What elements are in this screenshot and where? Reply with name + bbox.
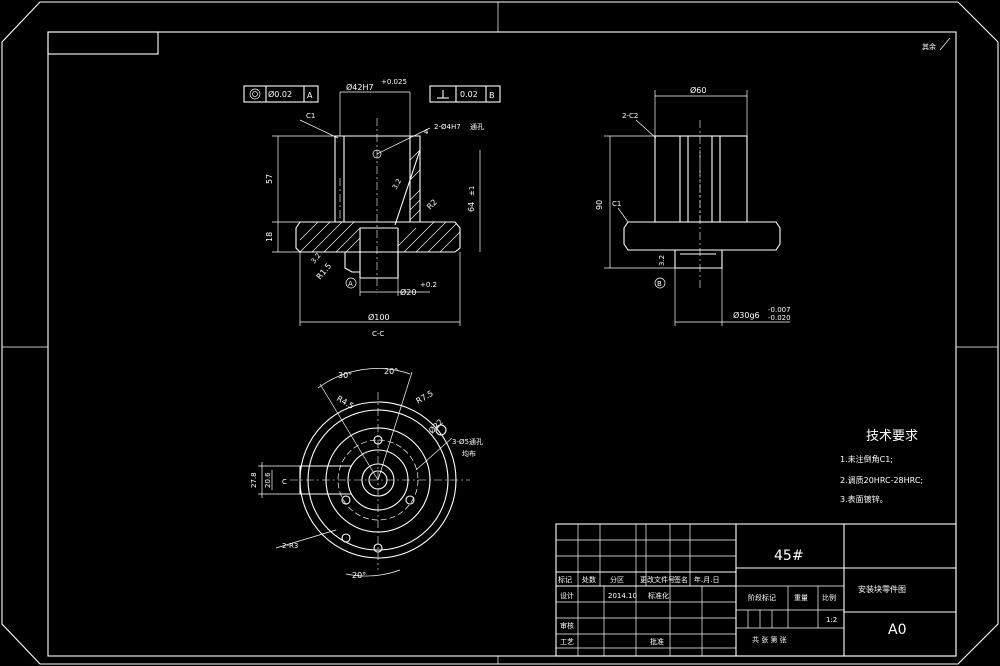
svg-text:R2: R2 (425, 198, 439, 212)
svg-text:C1: C1 (306, 112, 315, 120)
svg-text:审核: 审核 (560, 621, 574, 630)
svg-text:3.2: 3.2 (658, 255, 666, 266)
svg-text:2-R3: 2-R3 (282, 542, 298, 550)
svg-text:-0.020: -0.020 (768, 314, 791, 322)
svg-text:3.2: 3.2 (391, 177, 403, 191)
svg-text:3.表面镀锌。: 3.表面镀锌。 (840, 494, 888, 504)
corner-box (47, 31, 159, 55)
technical-requirements: 技术要求 1.未注倒角C1; 2.调质20HRC-28HRC; 3.表面镀锌。 (840, 429, 923, 504)
svg-text:标记: 标记 (558, 575, 572, 584)
svg-text:签名: 签名 (674, 575, 688, 584)
geom-tolerance-left: Ø0.02 A (243, 85, 319, 103)
front-section-view: Ø0.02 A 0.02 B Ø42H7 +0.025 C1 2-Ø4H7 通孔… (243, 78, 501, 338)
svg-text:标准化: 标准化 (648, 591, 669, 600)
svg-text:-0.007: -0.007 (768, 306, 791, 314)
svg-text:27.8: 27.8 (250, 472, 258, 488)
geom-tolerance-right: 0.02 B (429, 85, 501, 103)
svg-text:20°: 20° (352, 571, 366, 580)
svg-text:2.调质20HRC-28HRC;: 2.调质20HRC-28HRC; (840, 475, 923, 485)
svg-text:1:2: 1:2 (826, 616, 837, 624)
svg-text:Ø20: Ø20 (400, 287, 416, 297)
svg-text:C-C: C-C (372, 330, 384, 338)
svg-text:+0.025: +0.025 (381, 78, 407, 86)
svg-text:30°: 30° (338, 371, 352, 380)
svg-text:4: 4 (424, 128, 429, 136)
svg-text:R7.5: R7.5 (415, 389, 435, 406)
svg-text:比例: 比例 (822, 593, 836, 602)
svg-text:阶段标记: 阶段标记 (748, 593, 776, 602)
svg-text:20°: 20° (384, 367, 398, 376)
svg-text:C: C (282, 478, 287, 486)
svg-text:通孔: 通孔 (470, 122, 484, 131)
svg-text:均布: 均布 (462, 449, 476, 458)
svg-text:A: A (348, 280, 353, 288)
svg-text:设计: 设计 (560, 591, 574, 600)
svg-text:1.未注倒角C1;: 1.未注倒角C1; (840, 454, 893, 464)
svg-text:R4.5: R4.5 (335, 394, 355, 411)
svg-text:57: 57 (265, 174, 274, 184)
svg-text:90: 90 (595, 200, 604, 210)
svg-text:+0.2: +0.2 (420, 281, 437, 289)
svg-text:2-Ø4H7: 2-Ø4H7 (434, 123, 461, 131)
svg-text:B: B (657, 280, 662, 288)
svg-text:Ø60: Ø60 (690, 85, 706, 95)
svg-text:2014.10: 2014.10 (608, 592, 637, 600)
svg-text:共 张 第 张: 共 张 第 张 (752, 635, 787, 644)
svg-text:0.02: 0.02 (460, 90, 478, 99)
side-view: Ø60 2-C2 90 C1 3.2 B Ø30g6 -0.007 -0.020 (595, 85, 791, 326)
title-block: 标记 处数 分区 更改文件号 签名 年.月.日 设计 2014.10 标准化 审… (555, 523, 957, 657)
svg-text:B: B (489, 91, 495, 100)
svg-text:3.2: 3.2 (309, 252, 322, 266)
svg-text:年.月.日: 年.月.日 (694, 575, 719, 584)
svg-text:R1.5: R1.5 (315, 261, 334, 281)
svg-text:20.6: 20.6 (264, 472, 272, 488)
svg-text:技术要求: 技术要求 (866, 429, 918, 444)
corner-roughness-mark (939, 37, 951, 51)
svg-text:批准: 批准 (650, 637, 664, 646)
svg-text:A0: A0 (888, 622, 906, 638)
svg-text:3-Ø5通孔: 3-Ø5通孔 (452, 437, 483, 446)
svg-text:Ø100: Ø100 (368, 312, 390, 322)
svg-text:C1: C1 (612, 200, 621, 208)
svg-text:64: 64 (467, 202, 476, 212)
svg-text:重量: 重量 (794, 594, 808, 602)
svg-text:更改文件号: 更改文件号 (640, 575, 675, 584)
svg-text:2-C2: 2-C2 (622, 112, 638, 120)
svg-text:安装块零件图: 安装块零件图 (858, 584, 906, 594)
svg-text:工艺: 工艺 (560, 638, 574, 646)
svg-text:Ø42H7: Ø42H7 (346, 82, 374, 92)
svg-text:18: 18 (265, 232, 274, 242)
svg-text:45#: 45# (774, 548, 804, 564)
svg-text:Ø30g6: Ø30g6 (733, 310, 760, 320)
top-view: 30° 20° R4.5 R7.5 Ø22 3-Ø5通孔 均布 27.8 20.… (250, 367, 483, 580)
svg-text:分区: 分区 (610, 575, 624, 584)
sheet-inner-border (47, 31, 957, 657)
corner-note: 其余 (922, 42, 936, 51)
svg-text:A: A (307, 91, 313, 100)
svg-text:处数: 处数 (582, 575, 596, 584)
svg-text:±1: ±1 (468, 186, 476, 196)
svg-text:Ø0.02: Ø0.02 (268, 89, 292, 99)
